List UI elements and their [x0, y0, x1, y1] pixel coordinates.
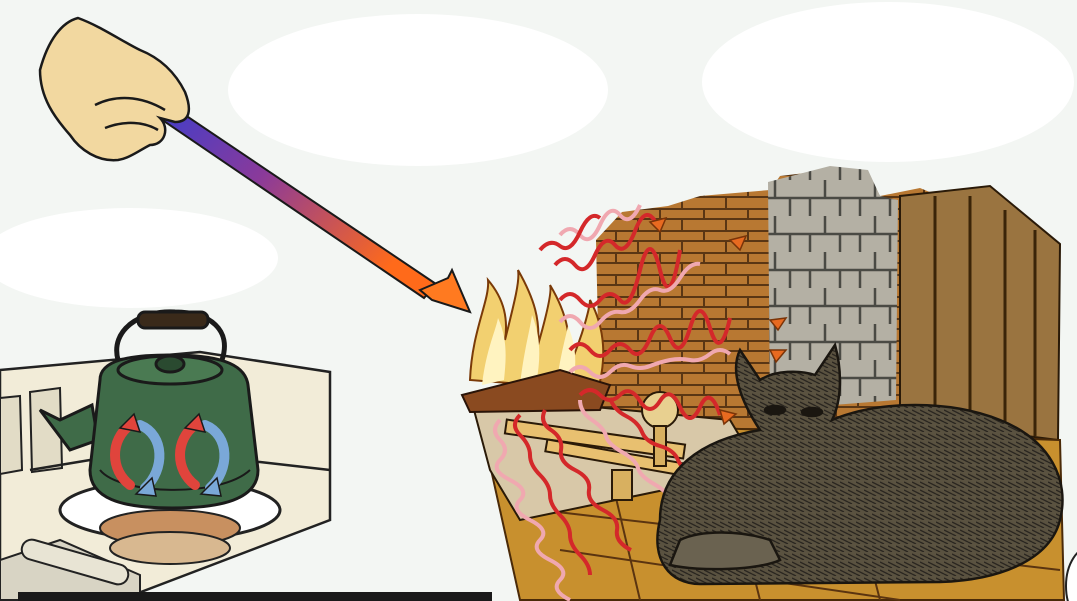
label-convection [0, 208, 278, 308]
label-radiation [702, 2, 1074, 162]
bottom-strip [18, 592, 492, 601]
label-conduction [228, 14, 608, 166]
